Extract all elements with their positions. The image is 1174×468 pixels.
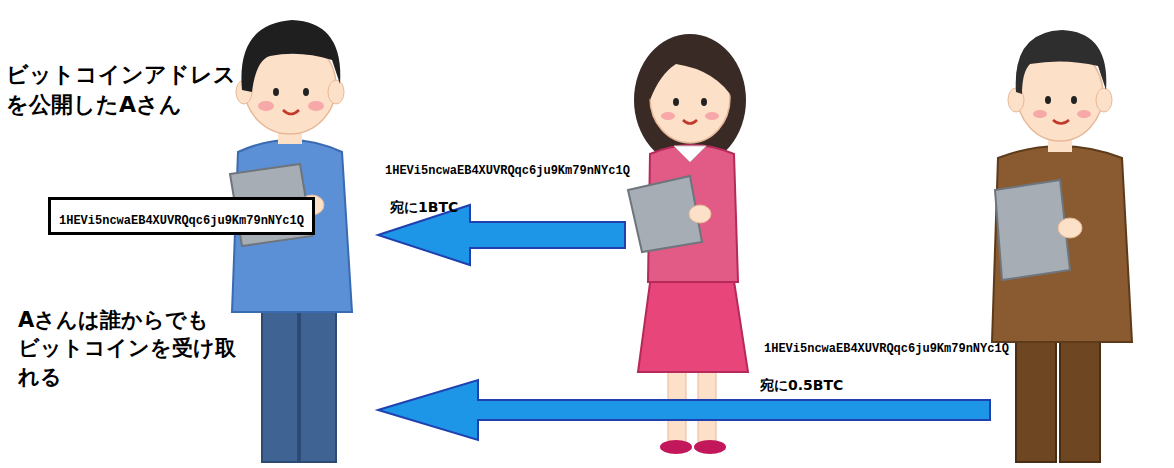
address-text: 1HEVi5ncwaEB4XUVRQqc6ju9Km79nNYc1Q	[385, 164, 630, 178]
address-text: 1HEVi5ncwaEB4XUVRQqc6ju9Km79nNYc1Q	[764, 342, 1009, 356]
note-text: Aさんは誰からでも ビットコインを受け取 れる	[18, 306, 244, 391]
amount-text: 宛に0.5BTC	[760, 377, 843, 395]
amount-text: 宛に1BTC	[390, 199, 458, 217]
address-text: 1HEVi5ncwaEB4XUVRQqc6ju9Km79nNYc1Q	[59, 214, 304, 228]
person-woman	[628, 34, 748, 454]
person-man	[992, 30, 1132, 462]
caption-heading: ビットコインアドレス を公開したAさん	[6, 60, 240, 119]
transfer-arrow	[378, 380, 990, 440]
person-a	[230, 20, 352, 462]
address-box: 1HEVi5ncwaEB4XUVRQqc6ju9Km79nNYc1Q	[48, 197, 315, 235]
